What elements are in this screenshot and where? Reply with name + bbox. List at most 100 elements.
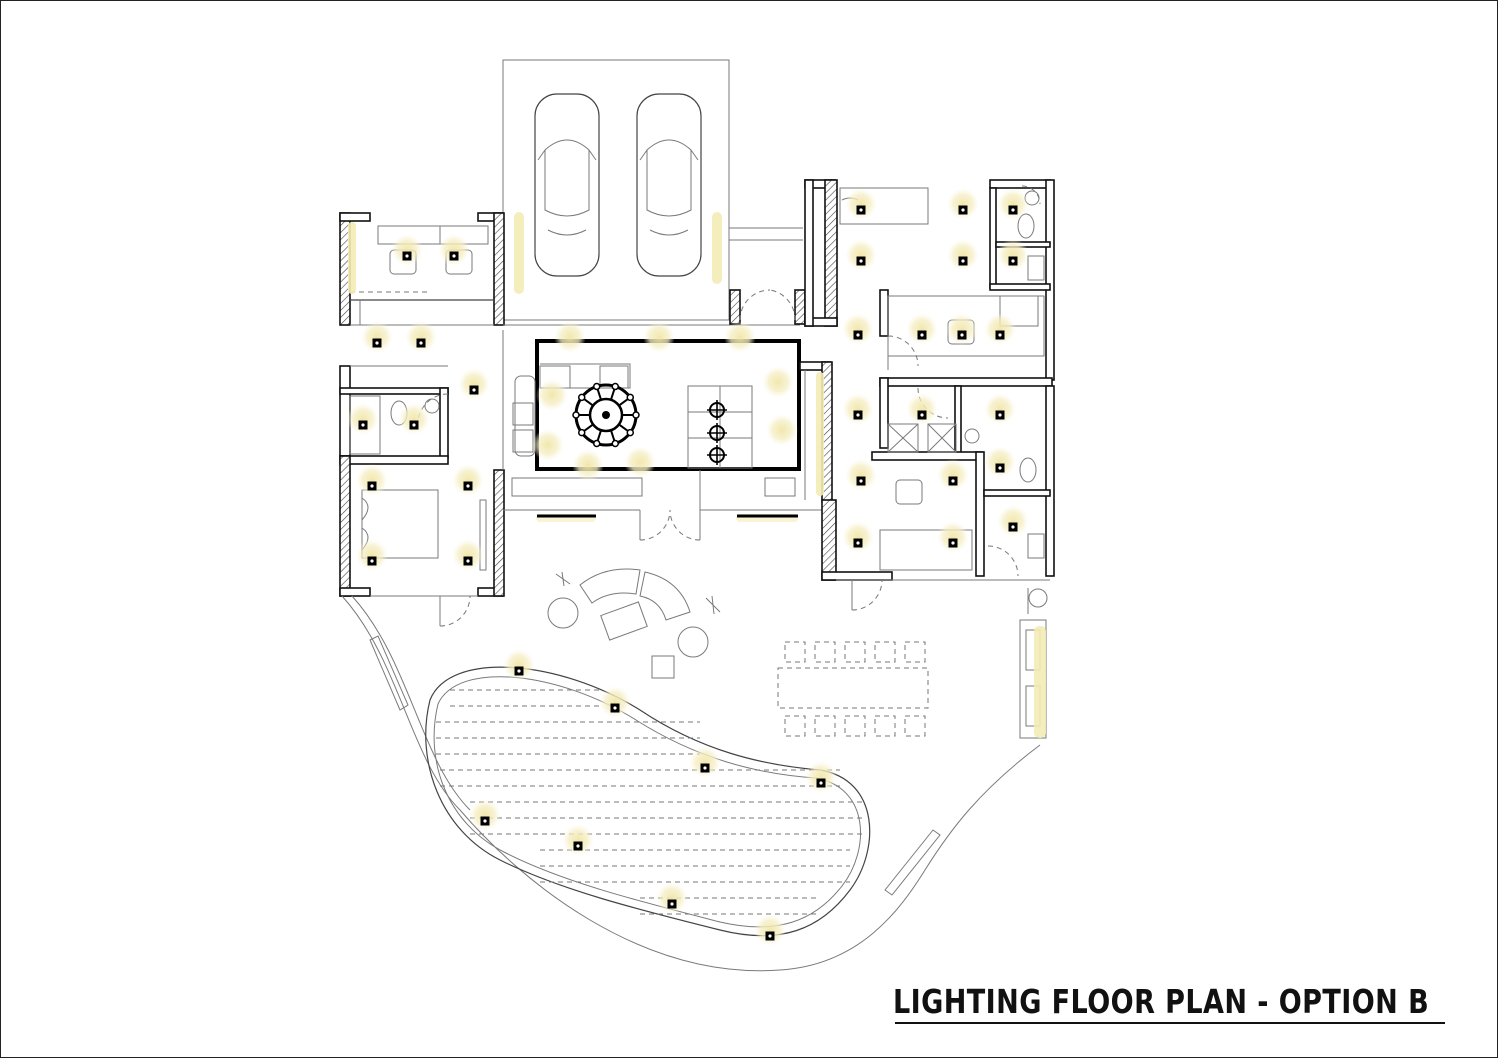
- patio-furniture: [547, 568, 1048, 739]
- downlight-icon: [449, 251, 459, 261]
- downlight-icon: [917, 330, 927, 340]
- light-glow: [766, 414, 798, 446]
- light-glow: [754, 914, 786, 946]
- downlight-icon: [917, 410, 927, 420]
- downlight-icon: [463, 481, 473, 491]
- title-underline: [895, 1022, 1445, 1024]
- pendant-icon: [707, 423, 727, 443]
- downlight-icon: [358, 420, 368, 430]
- drawing-title: LIGHTING FLOOR PLAN - OPTION B: [893, 982, 1430, 1021]
- car-left: [534, 93, 600, 277]
- light-glow: [361, 321, 393, 353]
- east-wing-walls: [804, 179, 1055, 581]
- light-glow: [946, 313, 978, 345]
- downlight-icon: [995, 463, 1005, 473]
- downlight-icon: [402, 251, 412, 261]
- downlight-icon: [409, 420, 419, 430]
- light-glow: [937, 521, 969, 553]
- downlight-icon: [995, 330, 1005, 340]
- downlight-icon: [995, 410, 1005, 420]
- downlight-icon: [948, 538, 958, 548]
- downlight-icon: [573, 841, 583, 851]
- light-glow: [845, 239, 877, 271]
- downlight-icon: [610, 703, 620, 713]
- light-glow: [562, 824, 594, 856]
- light-glow: [984, 446, 1016, 478]
- light-glow: [536, 379, 568, 411]
- light-glow: [947, 188, 979, 220]
- downlight-icon: [367, 481, 377, 491]
- light-glow: [906, 313, 938, 345]
- downlight-icon: [700, 763, 710, 773]
- light-glow: [805, 761, 837, 793]
- downlight-icon: [856, 476, 866, 486]
- light-glow: [845, 188, 877, 220]
- pendant-icon: [707, 400, 727, 420]
- downlight-icon: [514, 666, 524, 676]
- light-glow: [842, 521, 874, 553]
- light-glow: [438, 234, 470, 266]
- downlight-icon: [853, 410, 863, 420]
- light-glow: [762, 366, 794, 398]
- downlight-icon: [957, 330, 967, 340]
- light-glow: [452, 464, 484, 496]
- downlight-icon: [856, 256, 866, 266]
- downlight-icon: [367, 556, 377, 566]
- downlight-icon: [853, 538, 863, 548]
- chandelier-icon: [572, 382, 640, 448]
- light-glow: [643, 321, 675, 353]
- light-glow: [469, 799, 501, 831]
- downlight-layer: [358, 205, 1018, 941]
- downlight-icon: [853, 330, 863, 340]
- light-glow: [689, 746, 721, 778]
- light-glow: [391, 234, 423, 266]
- light-glow: [452, 539, 484, 571]
- light-glow: [842, 393, 874, 425]
- downlight-icon: [480, 816, 490, 826]
- light-glow: [398, 403, 430, 435]
- light-glow: [458, 368, 490, 400]
- light-glow: [347, 403, 379, 435]
- downlight-icon: [1008, 256, 1018, 266]
- light-glow: [997, 505, 1029, 537]
- pendant-icon: [707, 445, 727, 465]
- downlight-icon: [463, 556, 473, 566]
- light-glow: [405, 321, 437, 353]
- downlight-icon: [469, 385, 479, 395]
- downlight-icon: [958, 205, 968, 215]
- light-glow: [724, 321, 756, 353]
- light-glow: [997, 188, 1029, 220]
- light-glow: [656, 882, 688, 914]
- pool: [425, 666, 871, 937]
- light-glow: [845, 459, 877, 491]
- light-glow: [554, 321, 586, 353]
- downlight-icon: [765, 931, 775, 941]
- car-right: [636, 93, 702, 277]
- light-glow: [997, 239, 1029, 271]
- led-strip-lights: [348, 212, 1046, 738]
- garden-boundary: [341, 595, 1041, 972]
- downlight-icon: [816, 778, 826, 788]
- light-glow: [599, 686, 631, 718]
- light-glow: [937, 459, 969, 491]
- pendant-lights: [707, 400, 727, 465]
- downlight-icon: [667, 899, 677, 909]
- light-glow: [356, 464, 388, 496]
- light-glow: [572, 449, 604, 481]
- light-glow: [842, 313, 874, 345]
- light-glow: [984, 393, 1016, 425]
- downlight-icon: [958, 256, 968, 266]
- downlight-icon: [856, 205, 866, 215]
- light-glow: [356, 539, 388, 571]
- downlight-icon: [948, 476, 958, 486]
- light-glow: [503, 649, 535, 681]
- light-glow: [624, 446, 656, 478]
- downlight-icon: [1008, 205, 1018, 215]
- light-glow-layer: [347, 188, 1029, 946]
- garage: [502, 59, 803, 321]
- downlight-icon: [416, 338, 426, 348]
- downlight-icon: [372, 338, 382, 348]
- downlight-icon: [1008, 522, 1018, 532]
